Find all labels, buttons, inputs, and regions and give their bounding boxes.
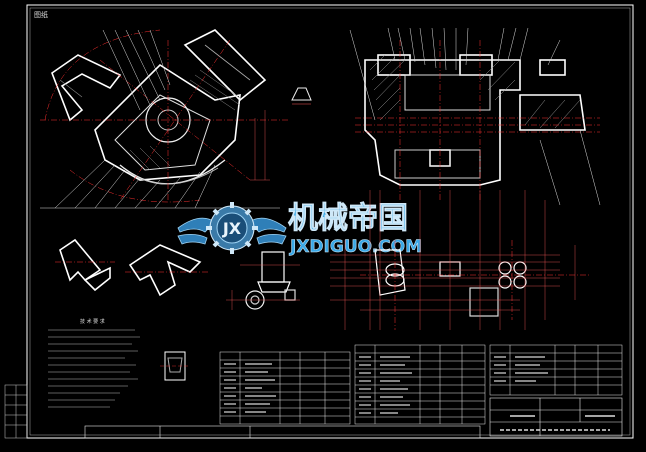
assembly-hatch: [129, 69, 241, 171]
assembly-centerlines: [40, 29, 290, 203]
shaft-detail-dims: [226, 264, 300, 310]
sheet-corner-label: 图纸: [34, 11, 48, 19]
section-detail-small: [160, 351, 190, 381]
watermark-url: JXDIGUO.COM: [289, 237, 422, 257]
technical-notes-title: 技 术 要 求: [80, 319, 105, 325]
assembly-dimensions: [250, 110, 270, 181]
svg-text:JX: JX: [222, 219, 242, 238]
watermark-logo: JX 机械帝国 JXDIGUO.COM: [177, 201, 422, 257]
side-view-dims: [330, 190, 576, 330]
drawing-border-inner: [29, 7, 631, 436]
small-part-detail: [291, 87, 312, 105]
shaft-detail: [245, 251, 296, 310]
parts-list-cell-marks: [224, 356, 548, 414]
parts-list-table: [219, 344, 623, 425]
part-t-bracket: [128, 244, 202, 297]
title-block: [84, 397, 623, 439]
binding-margin-table: [4, 384, 28, 439]
technical-notes-lines: [48, 329, 140, 408]
front-section-view: [364, 54, 586, 186]
assembly-view-rotated: [51, 29, 267, 185]
front-section-centerlines: [355, 40, 600, 200]
watermark-title: 机械帝国: [288, 201, 408, 236]
title-block-marks: [500, 415, 615, 431]
gear-wings-logo-icon: JX: [177, 202, 287, 254]
parts-centerlines: [55, 261, 210, 273]
side-view-part: [374, 249, 527, 317]
front-section-leaders: [349, 27, 601, 206]
assembly-leader-lines: [40, 29, 280, 209]
front-section-hatch: [369, 54, 581, 129]
side-view-centerlines: [360, 240, 590, 330]
part-u-bracket: [59, 238, 111, 292]
